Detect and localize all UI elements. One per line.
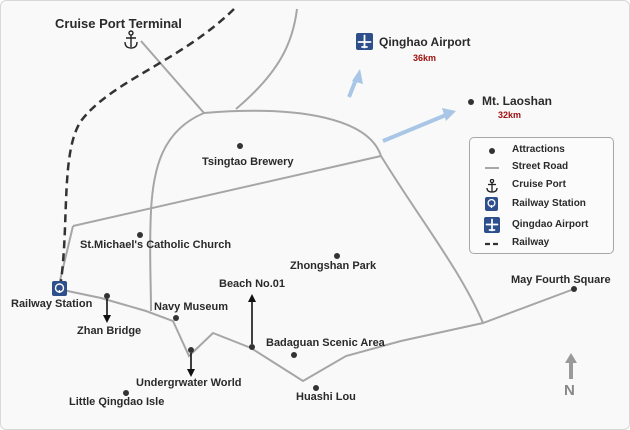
dot-mt-laoshan [468,99,474,105]
railway-line [59,8,235,282]
label-zhongshan-park: Zhongshan Park [290,260,377,272]
label-mt-laoshan: Mt. Laoshan [482,94,553,108]
dot-st-michaels [137,232,143,238]
attraction-dots [104,99,577,396]
direction-arrows [347,69,456,143]
dot-navy-museum [173,315,179,321]
label-qingdao-airport: Qinghao Airport [379,35,471,49]
pointer-arrows [103,294,256,377]
north-arrow-icon [565,353,577,379]
label-little-qingdao-isle: Little Qingdao Isle [69,396,165,408]
dot-may-fourth [571,286,577,292]
road-cross [72,155,382,227]
label-navy-museum: Navy Museum [154,301,228,313]
road-coast [57,288,575,383]
airplane-icon [356,33,373,50]
dot-zhongshan-park [334,253,340,259]
legend-label: Railway Station [512,198,586,209]
train-icon [52,281,67,296]
label-underwater-world: Undergrwater World [136,377,242,389]
label-airport-distance: 36km [413,53,437,63]
legend-label: Attractions [512,144,565,155]
legend-label: Qingdao Airport [512,219,589,230]
dot-huashi-lou [313,385,319,391]
dot-little-qingdao [123,390,129,396]
north-label: N [564,382,575,399]
road-west [57,225,74,290]
anchor-icon [124,30,138,49]
arrow-head-airport [352,69,363,84]
label-laoshan-distance: 32km [498,110,522,120]
dot-beach [249,344,255,350]
label-huashi-lou: Huashi Lou [296,391,356,403]
legend-item-cruise-port: Cruise Port [470,177,613,195]
dot-zhan-bridge [104,293,110,299]
legend-item-street-road: Street Road [470,159,613,177]
road-line-icon [485,167,499,169]
label-badaguan: Badaguan Scenic Area [266,337,385,349]
label-may-fourth-square: May Fourth Square [511,274,611,286]
legend-item-railway: Railway [470,235,613,253]
dot-underwater-world [188,347,194,353]
street-roads [57,8,575,383]
attraction-dot-icon [489,148,495,154]
label-st-michaels: St.Michael's Catholic Church [80,239,232,251]
legend-label: Cruise Port [512,179,566,190]
anchor-icon [486,179,498,193]
legend-item-railway-station: Railway Station [470,196,613,214]
arrow-head-laoshan [442,108,456,121]
road-north-1 [140,40,205,114]
label-railway-station: Railway Station [11,298,93,310]
label-tsingtao-brewery: Tsingtao Brewery [202,156,294,168]
label-beach-no01: Beach No.01 [219,278,286,290]
label-cruise-port-terminal: Cruise Port Terminal [55,16,182,31]
legend-label: Street Road [512,161,569,172]
dot-tsingtao-brewery [237,143,243,149]
road-outer-loop [149,112,205,312]
legend: Attractions Street Road Cruise Port Rail… [469,137,614,254]
airplane-icon [484,217,500,233]
road-north-2 [235,8,298,110]
arrow-to-laoshan [382,113,447,143]
legend-label: Railway [512,237,550,248]
train-icon [485,197,498,211]
dot-badaguan [291,352,297,358]
road-main-loop [203,109,484,324]
label-zhan-bridge: Zhan Bridge [77,325,142,337]
railway-line-icon [485,242,499,246]
legend-item-qingdao-airport: Qingdao Airport [470,217,613,235]
legend-item-attractions: Attractions [470,142,613,160]
